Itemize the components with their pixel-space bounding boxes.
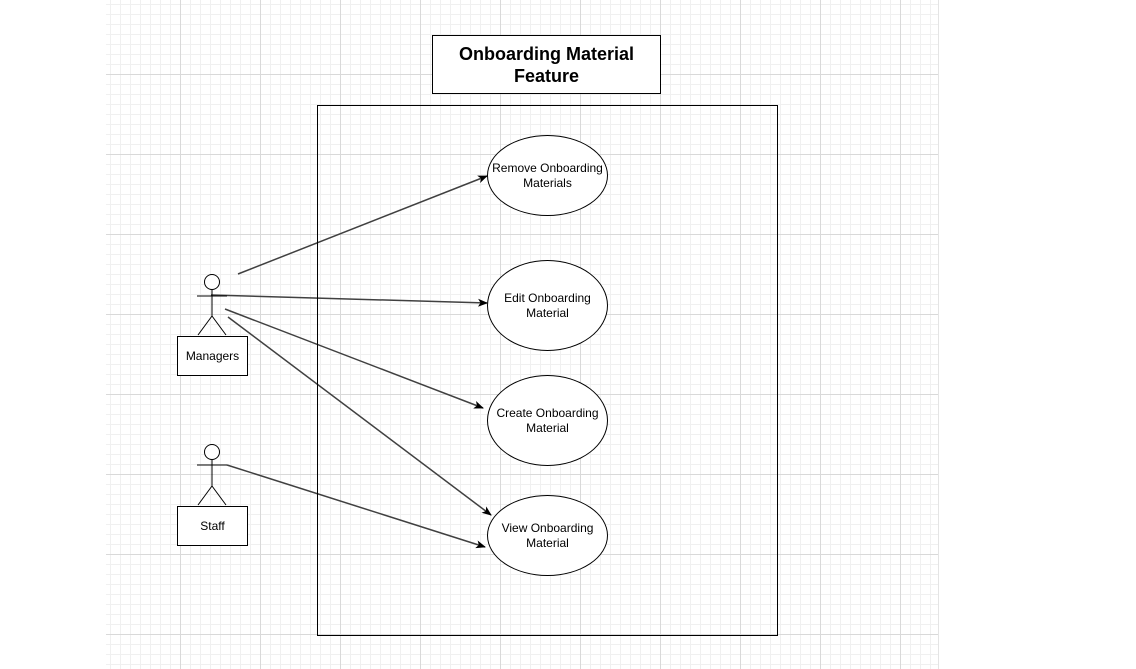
association-managers-remove: [237, 175, 488, 275]
system-boundary[interactable]: [317, 105, 778, 636]
association-managers-view: [227, 316, 492, 516]
association-managers-create: [224, 308, 484, 409]
usecase-remove-onboarding-materials[interactable]: Remove Onboarding Materials: [487, 135, 608, 216]
diagram-title-box[interactable]: Onboarding Material Feature: [432, 35, 661, 94]
actor-staff-label-box[interactable]: Staff: [177, 506, 248, 546]
usecase-label: View Onboarding Material: [501, 520, 594, 550]
usecase-edit-onboarding-material[interactable]: Edit Onboarding Material: [487, 260, 608, 351]
association-staff-view: [226, 464, 486, 549]
usecase-create-onboarding-material[interactable]: Create Onboarding Material: [487, 375, 608, 466]
actor-managers-label: Managers: [185, 349, 240, 363]
actor-figure-managers: [197, 274, 227, 336]
canvas-edge: [938, 0, 939, 669]
usecase-view-onboarding-material[interactable]: View Onboarding Material: [487, 495, 608, 576]
actor-figure-staff: [197, 444, 227, 506]
usecase-label: Remove Onboarding Materials: [492, 160, 603, 190]
association-managers-edit: [210, 294, 488, 307]
usecase-label: Create Onboarding Material: [496, 405, 599, 435]
actor-staff-label: Staff: [200, 519, 225, 533]
usecase-label: Edit Onboarding Material: [504, 290, 591, 320]
actor-managers-label-box[interactable]: Managers: [177, 336, 248, 376]
diagram-title: Onboarding Material Feature: [458, 43, 635, 86]
